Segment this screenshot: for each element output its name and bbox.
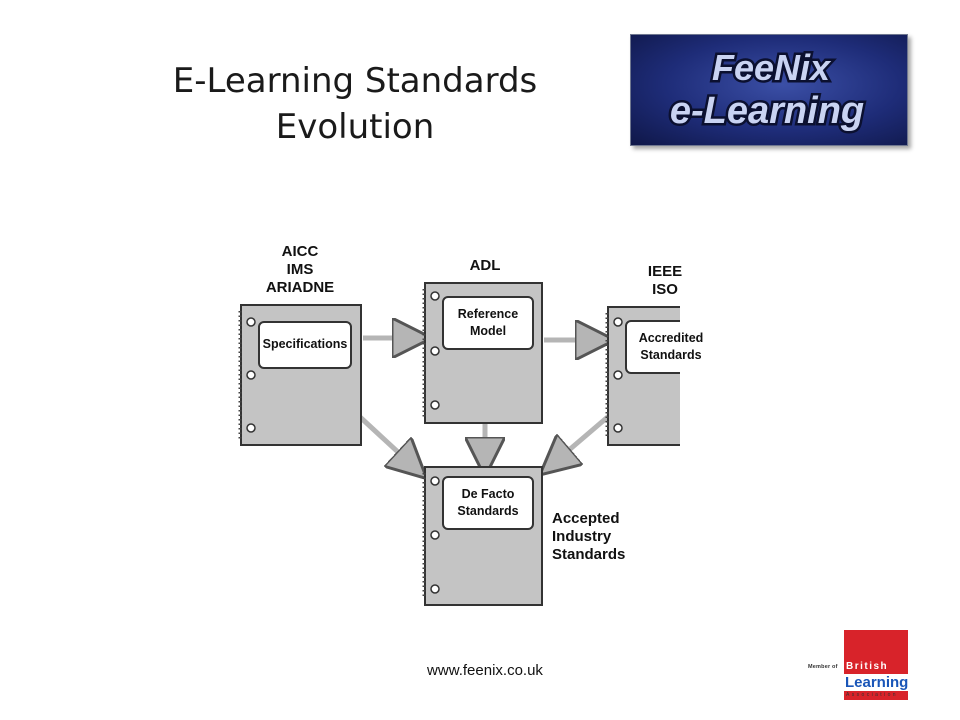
bla-learning-text: Learning [844, 674, 910, 691]
body-aicc: AICC [281, 243, 319, 260]
body-adl: ADL [469, 257, 501, 274]
footer-url: www.feenix.co.uk [427, 662, 543, 679]
card-defacto-line-2: Standards [457, 504, 519, 518]
body-ims: IMS [286, 261, 314, 278]
logo-line-2-outline: e-Learning [670, 90, 864, 132]
title-line-2: Evolution [275, 107, 435, 147]
outcome-line-3: Standards [552, 546, 626, 563]
arrows [358, 338, 612, 465]
logo-line-1-outline: FeeNix [712, 47, 832, 88]
standards-evolution-diagram: AICC IMS ARIADNE ADL IEEE ISO Specificat… [200, 225, 703, 615]
card-specifications: Specifications [259, 336, 351, 353]
body-iso: ISO [652, 281, 678, 298]
title-line-1: E-Learning Standards [172, 61, 538, 101]
bodies-left-label: AICC IMS ARIADNE [250, 243, 350, 297]
card-reference-line-2: Model [469, 324, 507, 338]
bla-member-badge: Member of British Learning Association [808, 630, 912, 700]
feenix-logo-art: FeeNix FeeNix e-Learning e-Learning [667, 45, 866, 135]
notebook-specifications [238, 304, 362, 446]
card-reference-model: Reference Model [443, 306, 533, 340]
bla-british-text: British [846, 661, 889, 672]
outcome-line-2: Industry [552, 528, 612, 545]
notebook-defacto-standards [422, 466, 543, 606]
card-accredited-standards: Accredited Standards [626, 330, 716, 364]
page-title: E-Learning Standards Evolution [120, 58, 590, 150]
card-reference-line-1: Reference [457, 307, 519, 321]
diagram-graphics [238, 282, 680, 606]
arrow-accredited-to-defacto [555, 413, 612, 462]
bodies-middle-label: ADL [440, 257, 530, 275]
body-ieee: IEEE [647, 263, 683, 280]
bla-member-text: Member of [808, 664, 838, 670]
outcome-label: Accepted Industry Standards [552, 510, 662, 564]
logo-line-1: FeeNix [712, 47, 832, 88]
card-specifications-text: Specifications [262, 337, 348, 351]
outcome-line-1: Accepted [552, 510, 620, 527]
bodies-right-label: IEEE ISO [620, 263, 710, 299]
card-accredited-line-1: Accredited [638, 331, 704, 345]
arrow-specifications-to-defacto [358, 415, 412, 465]
body-ariadne: ARIADNE [265, 279, 335, 296]
notebook-reference-model [422, 282, 543, 424]
notebook-accredited-standards [605, 306, 680, 446]
bla-association-text: Association [846, 692, 898, 698]
feenix-logo: FeeNix FeeNix e-Learning e-Learning [630, 34, 908, 146]
card-defacto-line-1: De Facto [461, 487, 515, 501]
logo-line-2: e-Learning [670, 90, 864, 132]
card-defacto-standards: De Facto Standards [443, 486, 533, 520]
card-accredited-line-2: Standards [640, 348, 702, 362]
